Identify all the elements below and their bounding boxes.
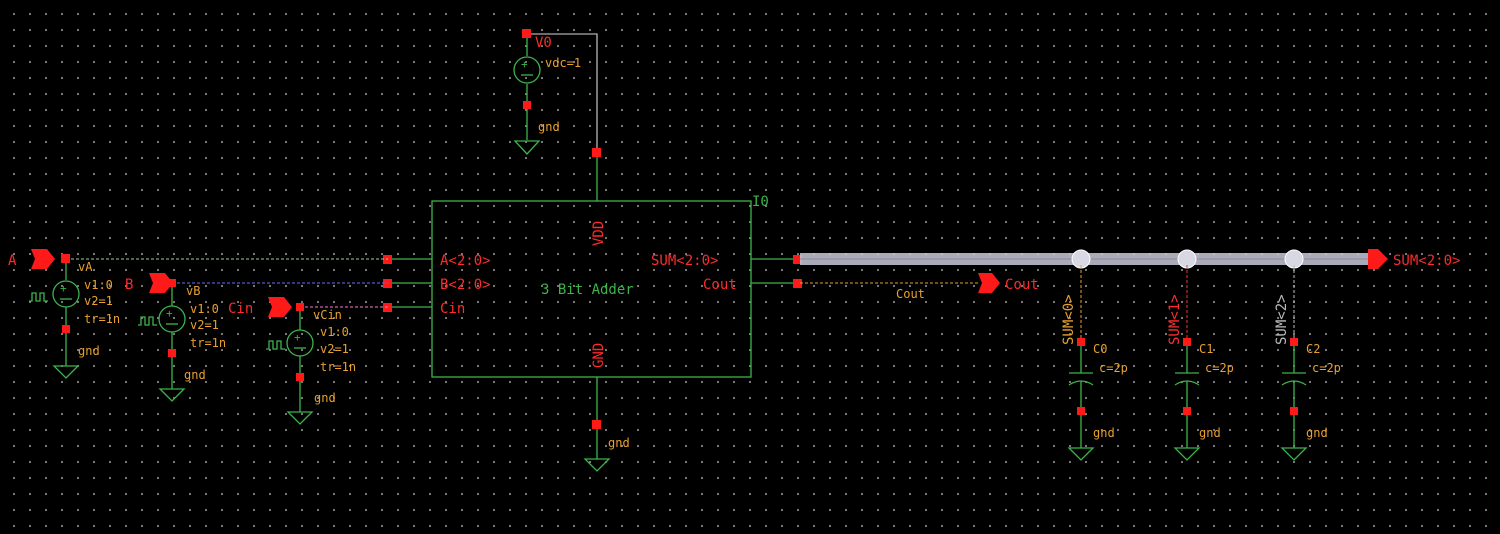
pin-vcin-minus[interactable] (296, 373, 304, 381)
supply-param: vdc=1 (545, 56, 581, 70)
pin-label-cout: Cout (703, 277, 737, 293)
source-b-name: vB (186, 284, 200, 298)
source-b-v1: v1:0 (190, 302, 219, 316)
plus-icon: + (60, 282, 67, 295)
ground-icon (1067, 447, 1095, 461)
ground-icon (52, 365, 80, 379)
pin-label-b: B<2:0> (440, 277, 491, 293)
wire-vdd[interactable] (531, 33, 598, 152)
net-label-sum2: SUM<2> (1274, 294, 1290, 345)
pin-c1-top[interactable] (1183, 338, 1191, 346)
pin-gnd[interactable] (592, 420, 601, 429)
output-cout-label: Cout (1005, 277, 1039, 293)
source-cin-v2: v2=1 (320, 342, 349, 356)
source-cin-gnd: gnd (314, 391, 336, 405)
load-c2[interactable]: SUM<2> C2 c=2p gnd (1274, 265, 1341, 461)
net-label-sum1: SUM<1> (1167, 294, 1183, 345)
pin-cout[interactable] (793, 279, 802, 288)
pin-v0-minus[interactable] (523, 101, 531, 109)
pulse-icon (266, 340, 285, 350)
input-b-label: B (125, 277, 133, 293)
plus-icon: + (521, 58, 528, 71)
pulse-icon (29, 292, 48, 302)
pin-va-plus[interactable] (61, 254, 70, 263)
ground-icon (513, 140, 541, 155)
pin-c0-top[interactable] (1077, 338, 1085, 346)
input-pin-cin[interactable] (268, 297, 292, 317)
supply-gnd-label: gnd (538, 120, 560, 134)
source-b-v2: v2=1 (190, 318, 219, 332)
block-title: 3 Bit Adder (541, 282, 634, 298)
supply-v0[interactable]: + V0 vdc=1 gnd (513, 29, 581, 155)
input-pin-b[interactable] (149, 273, 173, 293)
pin-c0-bottom[interactable] (1077, 407, 1085, 415)
pin-label-a: A<2:0> (440, 253, 491, 269)
source-cin-tr: tr=1n (320, 360, 356, 374)
cap-c1-name: C1 (1199, 342, 1213, 356)
input-a-label: A (8, 253, 17, 269)
output-pin-cout[interactable] (978, 273, 1000, 293)
pin-label-cin: Cin (440, 301, 465, 317)
input-pin-a[interactable] (31, 249, 55, 269)
pin-vb-minus[interactable] (168, 349, 176, 357)
source-a-v2: v2=1 (84, 294, 113, 308)
ground-icon (1280, 447, 1308, 461)
source-cin-v1: v1:0 (320, 325, 349, 339)
pin-vcin-plus[interactable] (296, 303, 304, 311)
pin-vdd-wire[interactable] (592, 148, 601, 157)
output-sum-label: SUM<2:0> (1393, 253, 1460, 269)
source-cin-name: vCin (313, 308, 342, 322)
source-a-v1: v1:0 (84, 278, 113, 292)
cap-c2-name: C2 (1306, 342, 1320, 356)
source-a-tr: tr=1n (84, 312, 120, 326)
ground-icon (1173, 447, 1201, 461)
pin-c2-bottom[interactable] (1290, 407, 1298, 415)
pin-sum[interactable] (793, 255, 802, 264)
input-cin-group[interactable]: Cin + vCin v1:0 v2=1 tr=1n gnd (228, 297, 356, 425)
pin-va-minus[interactable] (62, 325, 70, 333)
source-b-tr: tr=1n (190, 336, 226, 350)
ground-icon (583, 458, 611, 472)
plus-icon: + (294, 331, 301, 344)
supply-name: V0 (535, 35, 552, 51)
pin-v0-plus[interactable] (522, 29, 531, 38)
pin-c1-bottom[interactable] (1183, 407, 1191, 415)
cap-c2-value: c=2p (1312, 361, 1341, 375)
cap-c0-gnd: gnd (1093, 426, 1115, 440)
cap-c1-value: c=2p (1205, 361, 1234, 375)
pin-vb-plus[interactable] (168, 279, 176, 287)
output-pin-sum[interactable] (1368, 249, 1388, 269)
cout-wire-label: Cout (896, 287, 925, 301)
load-c1[interactable]: SUM<1> C1 c=2p gnd (1167, 265, 1234, 461)
pin-label-sum: SUM<2:0> (651, 253, 718, 269)
net-label-sum0: SUM<0> (1061, 294, 1077, 345)
pin-c2-top[interactable] (1290, 338, 1298, 346)
cap-c0-value: c=2p (1099, 361, 1128, 375)
source-b-gnd: gnd (184, 368, 206, 382)
pin-label-gnd: GND (591, 343, 607, 368)
source-a-gnd: gnd (78, 344, 100, 358)
instance-name: I0 (752, 194, 769, 210)
pin-label-vdd: VDD (591, 221, 607, 246)
load-c0[interactable]: SUM<0> C0 c=2p gnd (1061, 265, 1128, 461)
input-cin-label: Cin (228, 301, 253, 317)
input-a-group[interactable]: A + vA v1:0 v2=1 tr=1n gnd (8, 249, 120, 379)
adder-block[interactable]: I0 3 Bit Adder VDD GND A<2:0> B<2:0> Cin… (383, 157, 802, 472)
cap-c2-gnd: gnd (1306, 426, 1328, 440)
source-a-name: vA (78, 260, 93, 274)
input-b-group[interactable]: B + vB v1:0 v2=1 tr=1n gnd (125, 273, 226, 402)
cap-c0-name: C0 (1093, 342, 1107, 356)
block-gnd-label: gnd (608, 436, 630, 450)
pulse-icon (138, 316, 157, 326)
ground-icon (286, 411, 314, 425)
plus-icon: + (166, 307, 173, 320)
cap-c1-gnd: gnd (1199, 426, 1221, 440)
ground-icon (158, 388, 186, 402)
sum-bus[interactable] (800, 249, 1368, 269)
